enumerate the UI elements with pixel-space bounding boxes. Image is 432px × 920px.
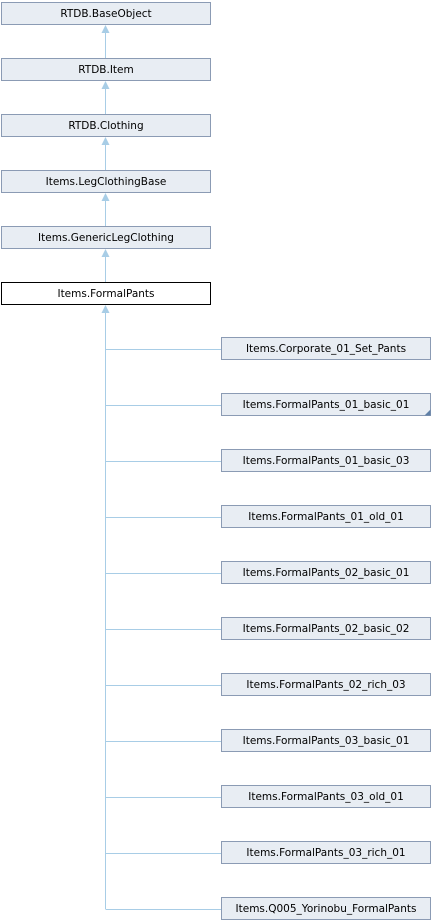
current-node-box xyxy=(1,282,211,305)
ancestor-node-3[interactable]: Items.LegClothingBase xyxy=(1,170,211,193)
child-node-9-label: Items.FormalPants_03_rich_01 xyxy=(246,847,405,859)
child-node-7[interactable]: Items.FormalPants_03_basic_01 xyxy=(221,729,431,752)
ancestor-node-2-box xyxy=(1,114,211,137)
child-node-3[interactable]: Items.FormalPants_01_old_01 xyxy=(221,505,431,528)
child-node-10-label: Items.Q005_Yorinobu_FormalPants xyxy=(236,903,417,915)
child-node-9-box xyxy=(221,841,431,864)
current-node-label: Items.FormalPants xyxy=(57,288,154,300)
ancestor-node-2[interactable]: RTDB.Clothing xyxy=(1,114,211,137)
child-node-6-label: Items.FormalPants_02_rich_03 xyxy=(246,679,405,691)
ancestor-node-1[interactable]: RTDB.Item xyxy=(1,58,211,81)
ancestor-node-4[interactable]: Items.GenericLegClothing xyxy=(1,226,211,249)
child-node-3-label: Items.FormalPants_01_old_01 xyxy=(248,511,404,523)
child-node-5-label: Items.FormalPants_02_basic_02 xyxy=(243,623,410,635)
child-node-8-label: Items.FormalPants_03_old_01 xyxy=(248,791,404,803)
child-node-2[interactable]: Items.FormalPants_01_basic_03 xyxy=(221,449,431,472)
child-node-6-box xyxy=(221,673,431,696)
child-node-1[interactable]: Items.FormalPants_01_basic_01 xyxy=(221,393,431,416)
ancestor-node-2-label: RTDB.Clothing xyxy=(68,120,143,132)
arrow-children xyxy=(101,305,110,313)
child-node-5[interactable]: Items.FormalPants_02_basic_02 xyxy=(221,617,431,640)
arrow-chain-4 xyxy=(101,249,110,257)
ancestor-node-1-label: RTDB.Item xyxy=(78,64,133,76)
ancestor-node-3-label: Items.LegClothingBase xyxy=(46,176,167,188)
child-node-2-label: Items.FormalPants_01_basic_03 xyxy=(243,455,410,467)
child-node-3-box xyxy=(221,505,431,528)
child-node-1-box xyxy=(221,393,431,416)
arrow-chain-2 xyxy=(101,137,110,145)
child-node-7-label: Items.FormalPants_03_basic_01 xyxy=(243,735,410,747)
arrow-chain-1 xyxy=(101,81,110,89)
truncated-marker-icon xyxy=(424,409,431,416)
child-node-0-label: Items.Corporate_01_Set_Pants xyxy=(246,343,406,355)
child-node-10[interactable]: Items.Q005_Yorinobu_FormalPants xyxy=(221,897,431,920)
arrow-chain-0 xyxy=(101,25,110,33)
child-node-5-box xyxy=(221,617,431,640)
child-node-0[interactable]: Items.Corporate_01_Set_Pants xyxy=(221,337,431,360)
ancestor-node-4-label: Items.GenericLegClothing xyxy=(38,232,174,244)
child-node-8[interactable]: Items.FormalPants_03_old_01 xyxy=(221,785,431,808)
child-node-4[interactable]: Items.FormalPants_02_basic_01 xyxy=(221,561,431,584)
ancestor-node-1-box xyxy=(1,58,211,81)
child-node-2-box xyxy=(221,449,431,472)
current-node: Items.FormalPants xyxy=(1,282,211,305)
ancestor-node-0-box xyxy=(1,2,211,25)
ancestor-node-0[interactable]: RTDB.BaseObject xyxy=(1,2,211,25)
child-node-7-box xyxy=(221,729,431,752)
ancestor-node-4-box xyxy=(1,226,211,249)
edges-layer xyxy=(101,25,221,910)
child-node-0-box xyxy=(221,337,431,360)
child-node-4-label: Items.FormalPants_02_basic_01 xyxy=(243,567,410,579)
child-node-1-label: Items.FormalPants_01_basic_01 xyxy=(243,399,410,411)
child-node-6[interactable]: Items.FormalPants_02_rich_03 xyxy=(221,673,431,696)
child-node-4-box xyxy=(221,561,431,584)
child-node-8-box xyxy=(221,785,431,808)
ancestor-node-3-box xyxy=(1,170,211,193)
arrow-chain-3 xyxy=(101,193,110,201)
ancestor-node-0-label: RTDB.BaseObject xyxy=(60,8,151,20)
child-node-9[interactable]: Items.FormalPants_03_rich_01 xyxy=(221,841,431,864)
